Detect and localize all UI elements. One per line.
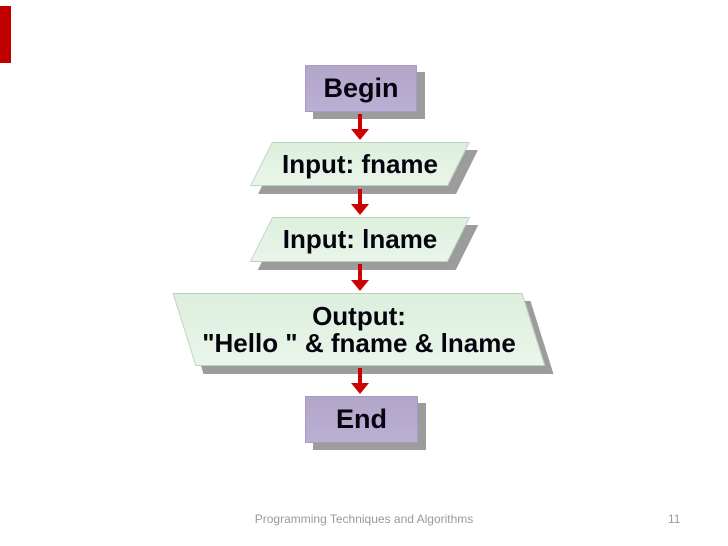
output-label-line2: "Hello " & fname & lname [202, 327, 516, 358]
flow-arrow-output-to-end [351, 368, 369, 394]
flow-arrow-input-lname-to-output [351, 264, 369, 291]
terminator-shape [305, 65, 417, 112]
arrow-stem [358, 368, 362, 384]
input-fname-label: Input: fname [282, 148, 438, 179]
input-lname-label: Input: lname [282, 224, 438, 254]
flowchart-node-begin: Begin [305, 65, 425, 119]
flowchart-node-input-lname: Input: lname [249, 217, 479, 270]
arrow-head-icon [351, 280, 369, 291]
begin-label: Begin [323, 73, 399, 103]
arrow-head-icon [351, 204, 369, 215]
flowchart-node-input-fname: Input: fname [250, 142, 478, 194]
output-label: Output: "Hello " & fname & lname [184, 293, 534, 366]
flow-arrow-input-fname-to-input-lname [351, 189, 369, 215]
flowchart-node-end: End [305, 396, 426, 450]
arrow-stem [358, 189, 362, 205]
arrow-head-icon [351, 383, 369, 394]
output-label-line1: Output: [312, 300, 406, 331]
red-accent-bar [0, 6, 11, 63]
arrow-stem [358, 114, 362, 130]
end-label: End [336, 404, 387, 434]
footer-title: Programming Techniques and Algorithms [254, 512, 474, 526]
arrow-head-icon [351, 129, 369, 140]
terminator-shape [305, 396, 418, 443]
flowchart-node-output: Output: "Hello " & fname & lname [172, 293, 554, 374]
flow-arrow-begin-to-input-fname [351, 114, 369, 140]
footer-page-number: 11 [668, 512, 681, 526]
arrow-stem [358, 264, 362, 281]
